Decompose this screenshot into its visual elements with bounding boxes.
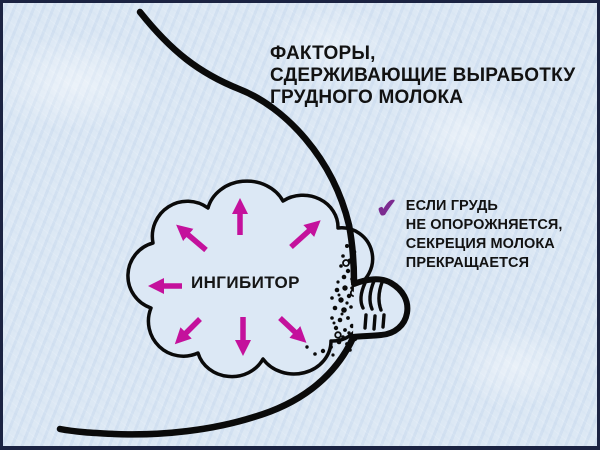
breast-diagram xyxy=(56,8,411,438)
nipple xyxy=(350,276,411,340)
milk-droplet-dots xyxy=(305,244,359,357)
nipple-hatching xyxy=(359,278,386,331)
title-line-2: СДЕРЖИВАЮЩИЕ ВЫРАБОТКУ xyxy=(270,65,576,86)
inhibitor-label: ИНГИБИТОР xyxy=(191,273,300,292)
bullet-line-2: НЕ ОПОРОЖНЯЕТСЯ, xyxy=(405,217,563,233)
breast-curve-upper xyxy=(136,8,358,286)
check-icon: ✔ xyxy=(374,192,399,224)
page-title: ФАКТОРЫ, СДЕРЖИВАЮЩИЕ ВЫРАБОТКУ ГРУДНОГО… xyxy=(270,43,575,109)
bullet-line-1: ЕСЛИ ГРУДЬ xyxy=(405,198,498,214)
arrow-lower-left xyxy=(174,317,202,345)
title-line-3: ГРУДНОГО МОЛОКА xyxy=(270,87,464,108)
arrow-upper-left xyxy=(176,224,208,253)
arrow-lower-right xyxy=(278,315,307,343)
bullet-item: ✔ ЕСЛИ ГРУДЬ НЕ ОПОРОЖНЯЕТСЯ, СЕКРЕЦИЯ М… xyxy=(374,192,563,273)
title-line-1: ФАКТОРЫ, xyxy=(270,43,376,64)
breast-curve-lower xyxy=(56,334,357,438)
breast-outline xyxy=(56,8,358,438)
bullet-line-3: СЕКРЕЦИЯ МОЛОКА xyxy=(405,236,555,252)
bullet-line-4: ПРЕКРАЩАЕТСЯ xyxy=(405,255,530,271)
inhibitor-arrows xyxy=(148,198,321,356)
arrow-upper-right xyxy=(289,220,321,250)
bullet-text: ЕСЛИ ГРУДЬ НЕ ОПОРОЖНЯЕТСЯ, СЕКРЕЦИЯ МОЛ… xyxy=(406,197,563,273)
